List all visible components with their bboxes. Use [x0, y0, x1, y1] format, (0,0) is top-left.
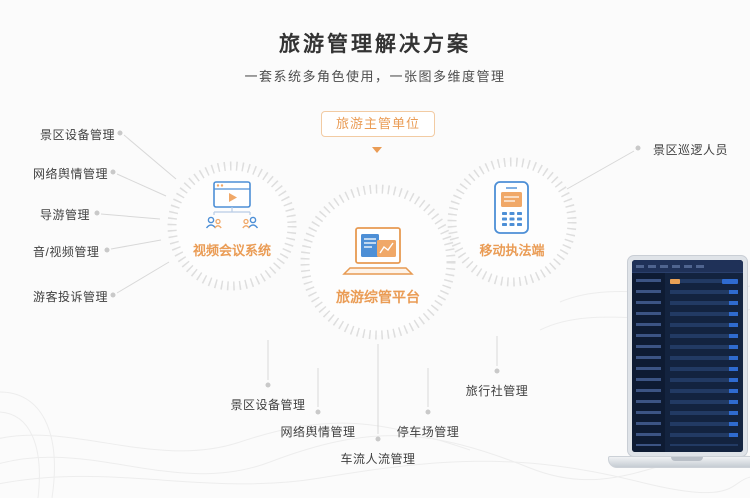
left-item-label: 导游管理	[40, 208, 91, 222]
laptop-mockup-notch	[671, 457, 703, 461]
dashboard-header	[632, 260, 743, 273]
connector-line	[566, 150, 635, 190]
sidebar-menu-rows	[636, 279, 661, 446]
system-label-platform: 旅游综管平台	[336, 289, 420, 305]
authority-badge: 旅游主管单位	[321, 111, 435, 137]
dashboard-orange-chip	[670, 279, 680, 284]
ring-video-conference	[167, 161, 297, 291]
down-arrow-icon	[372, 147, 382, 153]
system-label-video-conference: 视频会议系统	[192, 243, 271, 258]
left-item-label: 网络舆情管理	[33, 167, 109, 181]
connector-line	[116, 173, 167, 197]
dashboard-main	[665, 273, 743, 452]
connector-dot	[110, 292, 116, 298]
laptop-chart-icon	[342, 227, 414, 275]
dashboard-body	[632, 273, 743, 452]
connector-dot	[110, 169, 116, 175]
dashboard-blue-chip	[722, 279, 738, 284]
laptop-mockup-screen	[627, 255, 748, 457]
mobile-terminal-icon	[494, 181, 529, 234]
connector-line	[110, 239, 162, 250]
connector-dot	[315, 409, 321, 415]
system-label-mobile-enforcement: 移动执法端	[479, 243, 545, 258]
dashboard-screen	[632, 260, 743, 452]
page-title: 旅游管理解决方案	[279, 33, 471, 56]
left-item-label: 游客投诉管理	[33, 290, 109, 304]
left-item-label: 景区设备管理	[40, 128, 116, 142]
laptop-mockup-base	[608, 456, 750, 468]
connector-dot	[425, 409, 431, 415]
video-conference-icon	[205, 181, 259, 229]
dashboard-table-rows	[670, 279, 738, 446]
bottom-item-label: 停车场管理	[396, 425, 460, 439]
connector-line	[123, 134, 177, 180]
connector-line	[100, 213, 161, 220]
dashboard-sidebar	[632, 273, 665, 452]
right-item-label: 景区巡逻人员	[653, 143, 729, 157]
connector-dot	[104, 247, 110, 253]
connector-line	[116, 261, 170, 294]
dashboard-action-buttons	[729, 290, 738, 444]
connector-dot	[94, 210, 100, 216]
connector-dot	[375, 436, 381, 442]
bottom-item-label: 网络舆情管理	[280, 425, 356, 439]
left-item-label: 音/视频管理	[33, 245, 100, 259]
bottom-item-label: 旅行社管理	[465, 384, 529, 398]
connector-dot	[117, 130, 123, 136]
bottom-item-label: 景区设备管理	[230, 398, 306, 412]
bottom-item-label: 车流人流管理	[340, 452, 416, 466]
connector-dot	[635, 145, 641, 151]
connector-dot	[265, 382, 271, 388]
connector-dot	[494, 368, 500, 374]
page-subtitle: 一套系统多角色使用，一张图多维度管理	[244, 69, 506, 84]
